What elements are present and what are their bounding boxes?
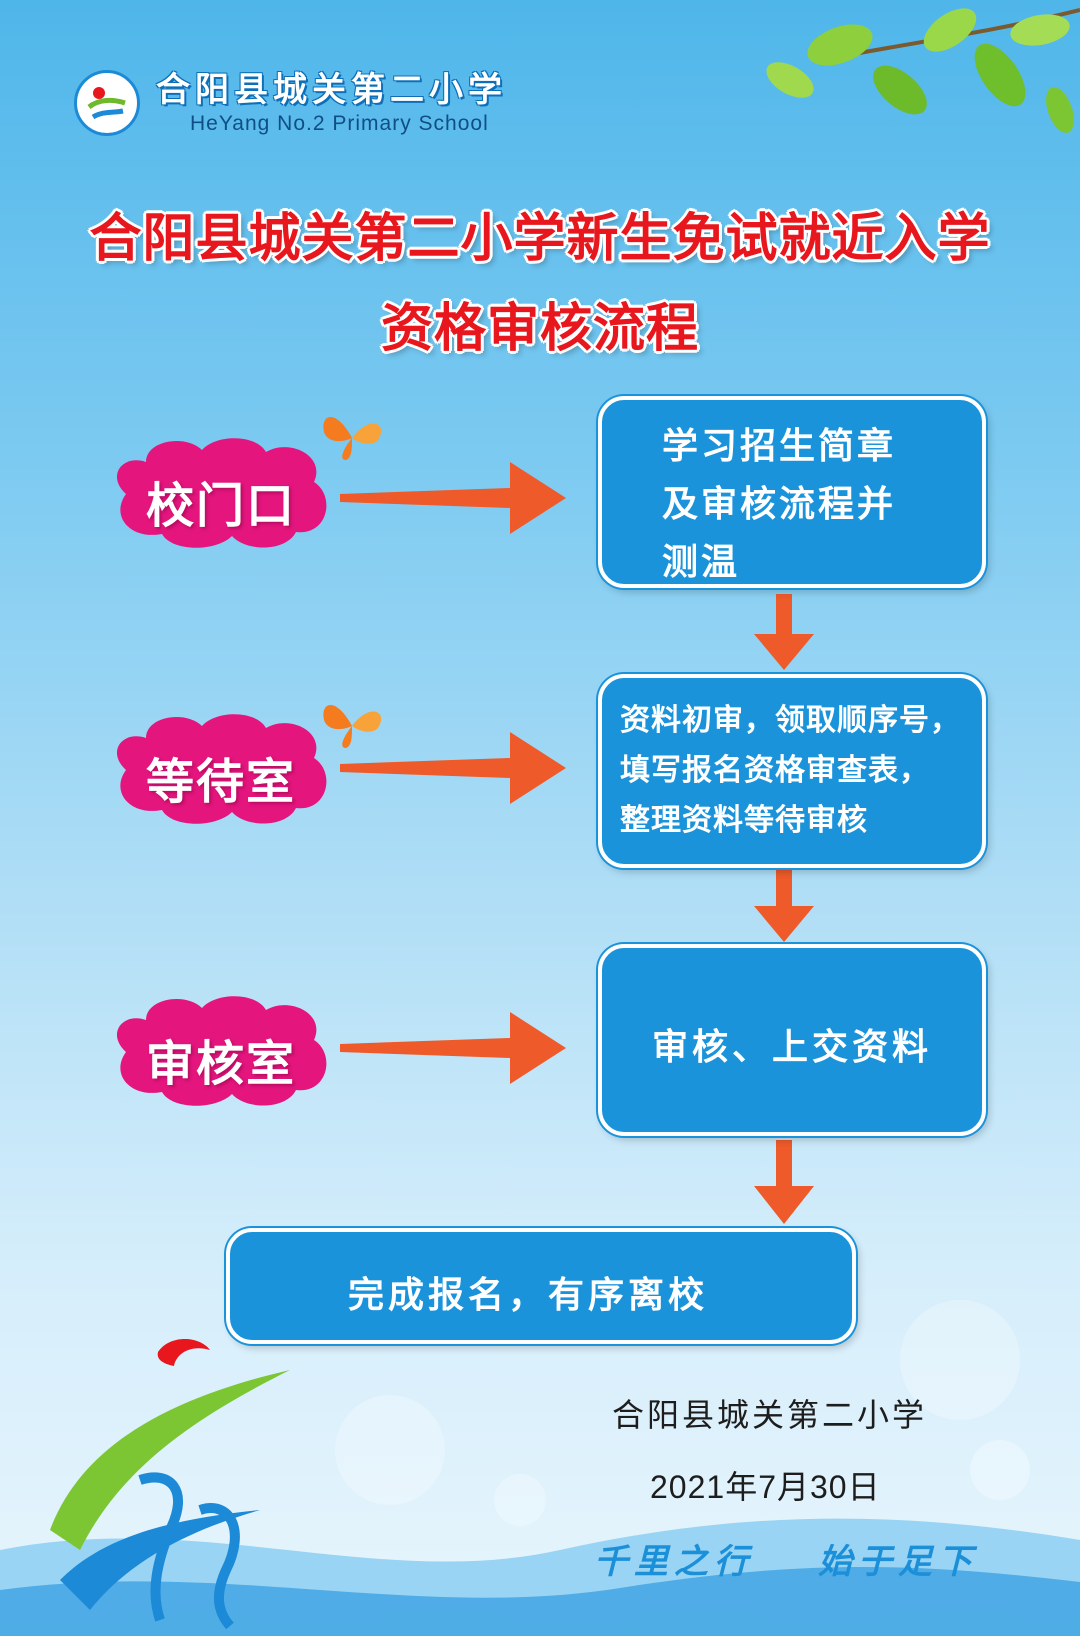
page-title-line-1: 合阳县城关第二小学新生免试就近入学 — [89, 209, 991, 269]
step-2-line: 资料初审，领取顺序号， — [620, 703, 961, 738]
step-1-line: 测温 — [662, 542, 741, 583]
arrow-down-icon — [754, 1140, 814, 1224]
location-label-waiting-room: 等待室 — [106, 708, 336, 828]
step-1-line: 及审核流程并 — [662, 484, 897, 525]
step-4-text: 完成报名，有序离校 — [348, 1275, 709, 1316]
step-box-2: 资料初审，领取顺序号， 填写报名资格审查表， 整理资料等待审核 — [598, 674, 986, 868]
arrow-down-icon — [754, 594, 814, 670]
step-box-3: 审核、上交资料 — [598, 944, 986, 1136]
bubble-decoration — [335, 1300, 1030, 1526]
school-name-cn: 合阳县城关第二小学 — [156, 70, 507, 110]
school-name-en: HeYang No.2 Primary School — [190, 112, 489, 135]
step-2-line: 整理资料等待审核 — [620, 803, 868, 838]
step-box-4: 完成报名，有序离校 — [226, 1228, 856, 1344]
slogan-part-1: 千里之行 — [594, 1542, 754, 1582]
arrow-right-icon — [340, 1012, 566, 1084]
arrow-down-icon — [754, 870, 814, 942]
footer-date: 2021年7月30日 — [650, 1469, 881, 1505]
arrow-right-icon — [340, 462, 566, 534]
school-logo-icon — [74, 70, 140, 136]
ribbon-logo-icon — [50, 1339, 290, 1630]
step-2-line: 填写报名资格审查表， — [620, 753, 930, 788]
wave-decoration — [0, 1518, 1080, 1636]
butterfly-icon — [323, 417, 382, 460]
location-label-text: 等待室 — [145, 754, 296, 810]
step-2-text: 资料初审，领取顺序号， 填写报名资格审查表， 整理资料等待审核 — [620, 696, 961, 846]
leaf-branch-icon — [766, 8, 1080, 133]
butterfly-icon — [323, 705, 382, 748]
step-1-line: 学习招生简章 — [662, 426, 897, 467]
location-label-review-room: 审核室 — [106, 990, 336, 1110]
slogan-part-2: 始于足下 — [818, 1542, 978, 1582]
location-label-gate: 校门口 — [106, 432, 336, 552]
step-1-text: 学习招生简章 及审核流程并 测温 — [662, 418, 896, 592]
location-label-text: 审核室 — [145, 1036, 296, 1092]
page-title-line-2: 资格审核流程 — [380, 299, 699, 359]
arrow-right-icon — [340, 732, 566, 804]
location-label-text: 校门口 — [145, 478, 296, 534]
footer-school-name: 合阳县城关第二小学 — [612, 1396, 928, 1434]
step-box-1: 学习招生简章 及审核流程并 测温 — [598, 396, 986, 588]
step-3-text: 审核、上交资料 — [652, 1027, 933, 1068]
